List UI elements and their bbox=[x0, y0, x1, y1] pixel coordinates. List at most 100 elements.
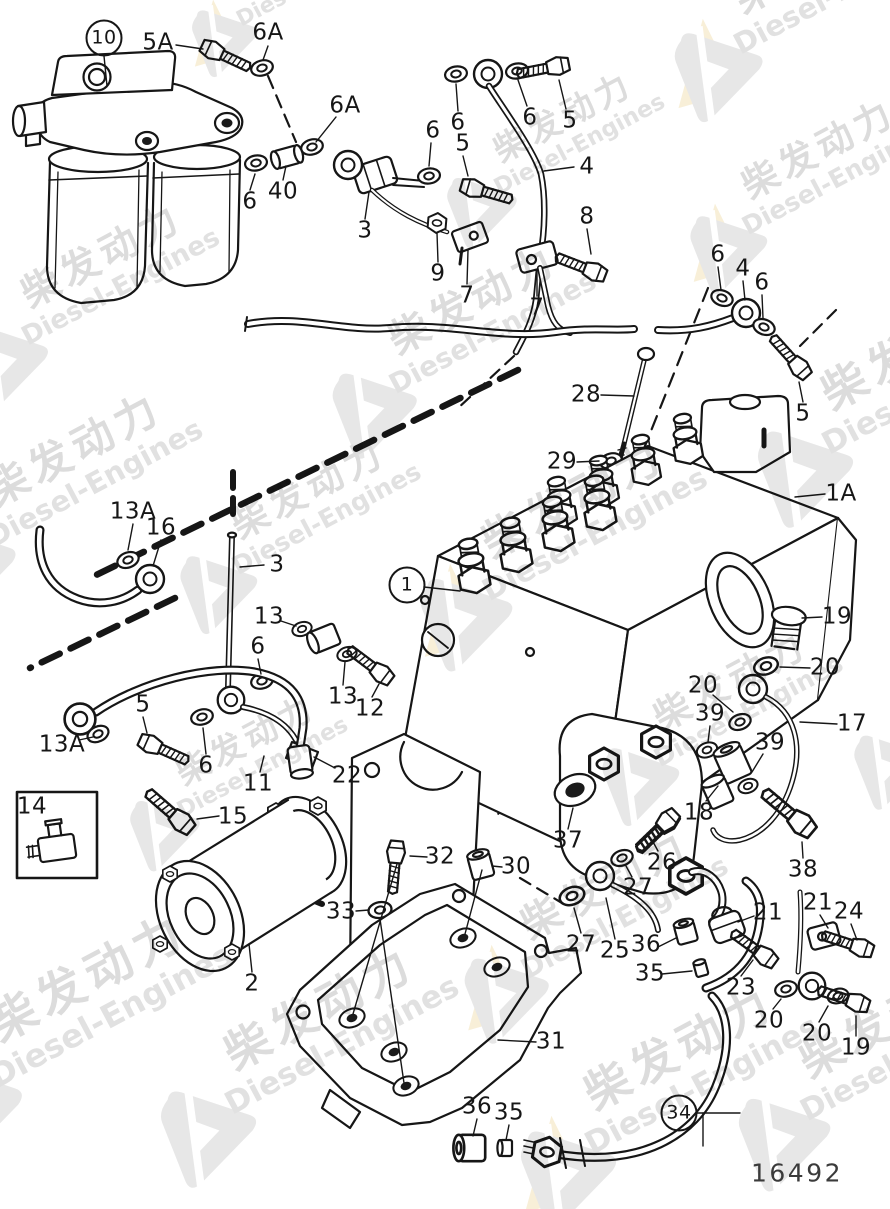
banjo-union-13-12 bbox=[289, 618, 398, 689]
callout-23: 23 bbox=[725, 974, 757, 1001]
leader-line bbox=[103, 55, 108, 87]
callout-40: 40 bbox=[267, 178, 299, 205]
callout-5: 5 bbox=[795, 400, 811, 427]
callout-15: 15 bbox=[217, 803, 249, 830]
leader-line bbox=[737, 915, 755, 923]
leader-line bbox=[464, 869, 483, 935]
leader-line bbox=[428, 142, 432, 167]
leader-line bbox=[342, 661, 346, 686]
callout-27: 27 bbox=[565, 931, 597, 958]
leader-line bbox=[142, 716, 148, 734]
leader-line bbox=[409, 855, 428, 858]
callout-7: 7 bbox=[459, 282, 475, 309]
callout-25: 25 bbox=[599, 937, 631, 964]
leader-line bbox=[379, 918, 405, 1084]
callout-20: 20 bbox=[753, 1007, 785, 1034]
callout-38: 38 bbox=[787, 856, 819, 883]
callout-20: 20 bbox=[687, 672, 719, 699]
leader-line bbox=[280, 620, 297, 627]
leader-line bbox=[248, 943, 253, 973]
leader-line bbox=[259, 755, 265, 773]
callout-13A: 13A bbox=[38, 731, 86, 758]
leader-line bbox=[605, 897, 616, 940]
leader-line bbox=[517, 79, 528, 107]
drawing-number: 16492 bbox=[750, 1158, 844, 1188]
leader-line bbox=[558, 79, 567, 110]
leader-line bbox=[249, 173, 256, 191]
leader-line bbox=[772, 998, 782, 1010]
callout-2: 2 bbox=[244, 970, 260, 997]
callout-37: 37 bbox=[552, 827, 584, 854]
callout-6: 6 bbox=[754, 269, 770, 296]
callout-34: 34 bbox=[660, 1094, 698, 1132]
leakoff-elbow-cluster bbox=[555, 804, 710, 978]
leader-line bbox=[740, 959, 754, 977]
callout-3: 3 bbox=[357, 217, 373, 244]
callout-36: 36 bbox=[630, 931, 662, 958]
leader-line bbox=[282, 165, 287, 181]
callout-21: 21 bbox=[802, 889, 834, 916]
leader-line bbox=[78, 736, 94, 741]
callout-4: 4 bbox=[579, 153, 595, 180]
overflow-fittings bbox=[630, 605, 821, 859]
leader-line bbox=[576, 460, 600, 463]
callout-30: 30 bbox=[500, 853, 532, 880]
fuel-hose-top bbox=[244, 314, 737, 339]
leader-line bbox=[202, 727, 207, 755]
callout-6: 6 bbox=[425, 117, 441, 144]
leader-line bbox=[315, 116, 337, 143]
callout-28: 28 bbox=[570, 381, 602, 408]
callout-35: 35 bbox=[634, 960, 666, 987]
callout-13A: 13A bbox=[109, 498, 157, 525]
callout-19: 19 bbox=[821, 603, 853, 630]
leader-line bbox=[707, 725, 711, 743]
fuel-hose-16 bbox=[34, 525, 166, 608]
leader-line bbox=[466, 249, 469, 285]
callout-21: 21 bbox=[752, 899, 784, 926]
fuel-hose-11 bbox=[63, 665, 320, 780]
callout-19: 19 bbox=[840, 1034, 872, 1061]
stud-28 bbox=[597, 346, 656, 473]
callout-33: 33 bbox=[325, 898, 357, 925]
callout-6A: 6A bbox=[329, 92, 361, 119]
callout-13: 13 bbox=[253, 603, 285, 630]
leader-line bbox=[567, 807, 574, 830]
leader-line bbox=[586, 228, 592, 255]
callout-6: 6 bbox=[250, 633, 266, 660]
callout-3: 3 bbox=[269, 551, 285, 578]
leader-line bbox=[798, 381, 804, 403]
leader-line bbox=[543, 166, 575, 172]
callout-1: 1 bbox=[388, 566, 426, 604]
callout-8: 8 bbox=[579, 203, 595, 230]
leader-line bbox=[818, 1005, 829, 1023]
callout-31: 31 bbox=[535, 1028, 567, 1055]
callout-5A: 5A bbox=[142, 29, 174, 56]
callout-6: 6 bbox=[450, 109, 466, 136]
inset-box-14 bbox=[15, 790, 99, 880]
mounting-hardware bbox=[366, 839, 496, 921]
leader-line bbox=[573, 907, 582, 934]
callout-17: 17 bbox=[836, 710, 868, 737]
callout-26: 26 bbox=[646, 849, 678, 876]
callout-5: 5 bbox=[135, 691, 151, 718]
callout-16: 16 bbox=[145, 514, 177, 541]
leader-line bbox=[661, 970, 693, 975]
callout-32: 32 bbox=[424, 843, 456, 870]
leader-lines bbox=[78, 44, 858, 1147]
fuel-filter-assembly bbox=[11, 49, 244, 305]
leader-line bbox=[371, 683, 380, 698]
callout-6A: 6A bbox=[252, 19, 284, 46]
leader-line bbox=[355, 909, 370, 912]
callout-14: 14 bbox=[16, 793, 48, 820]
leader-line bbox=[491, 865, 503, 868]
callout-27: 27 bbox=[622, 874, 654, 901]
callout-18: 18 bbox=[683, 799, 715, 826]
callout-35: 35 bbox=[493, 1099, 525, 1126]
leader-line bbox=[600, 394, 635, 397]
callout-6: 6 bbox=[242, 188, 258, 215]
callout-22: 22 bbox=[331, 762, 363, 789]
callout-29: 29 bbox=[546, 448, 578, 475]
clamp-banjo-cluster bbox=[708, 889, 877, 1017]
